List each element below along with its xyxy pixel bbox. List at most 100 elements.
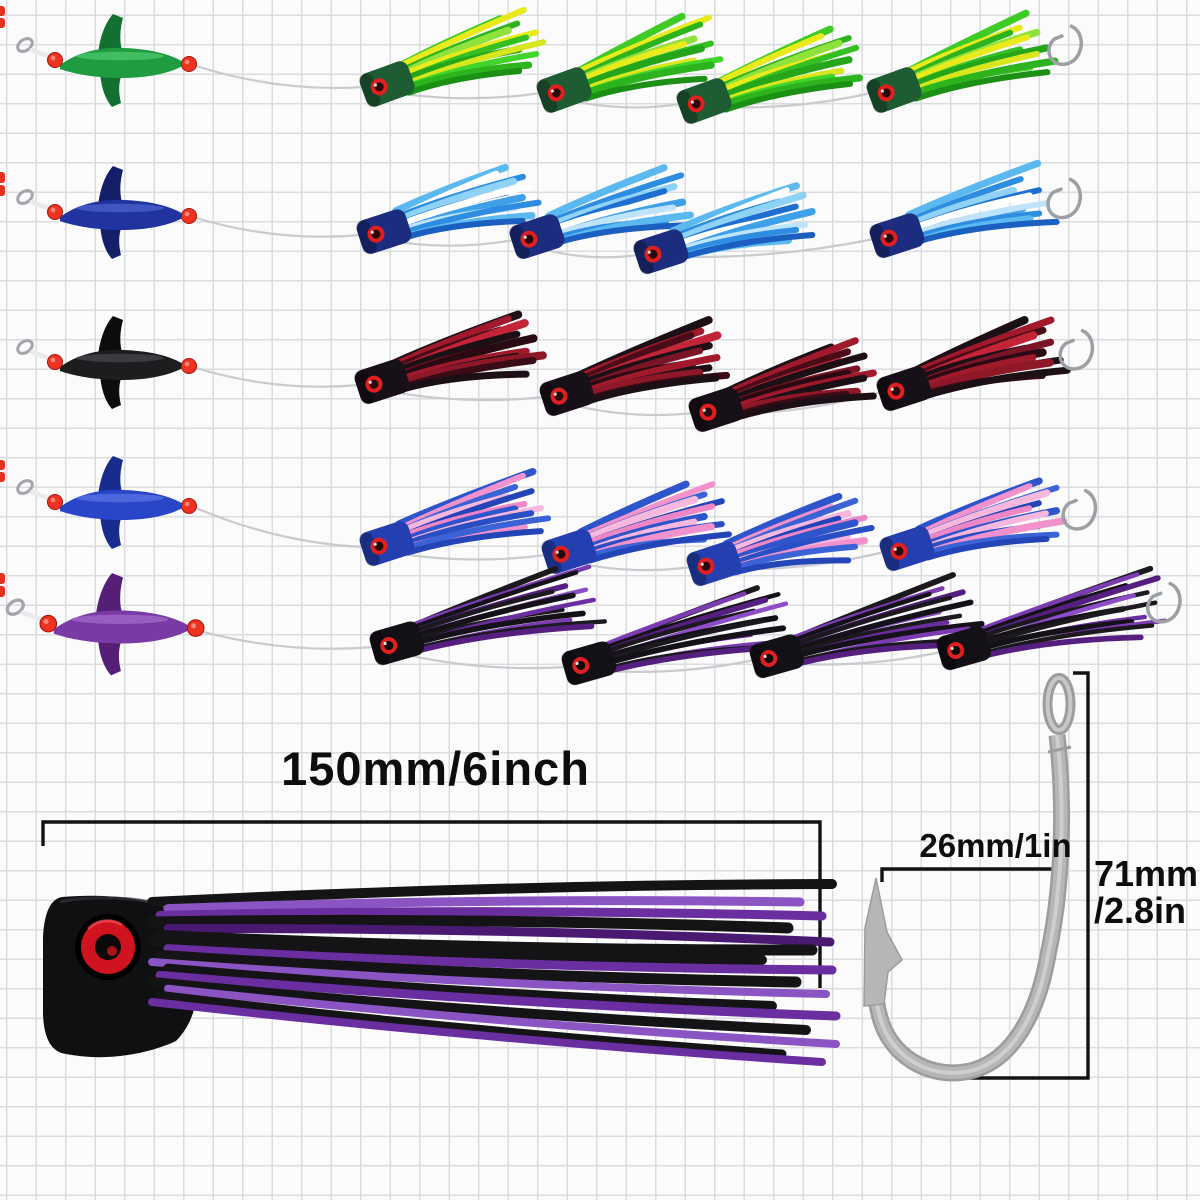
lure-eye-glint	[107, 946, 117, 956]
squid-eye-glint	[523, 235, 527, 239]
skirt-strand	[405, 67, 523, 96]
squid-lure	[369, 564, 607, 666]
squid-head	[676, 78, 732, 124]
skirt-strand	[906, 34, 1031, 84]
skirt-strand	[912, 210, 1043, 241]
squid-head	[686, 541, 742, 586]
skirt-strand	[730, 543, 859, 572]
hook-height-label-line1: 71mm	[1094, 853, 1199, 894]
edge-mark	[0, 460, 5, 470]
bead	[47, 52, 63, 68]
lure-eye-ring-highlight	[86, 919, 123, 931]
squid-eye-glint	[575, 661, 579, 666]
squid-lure	[869, 159, 1083, 259]
skirt-strand	[604, 625, 787, 667]
lure-row-blue-pink	[16, 456, 1098, 587]
squid-head-cap	[869, 224, 890, 259]
edge-mark	[0, 6, 5, 16]
edge-mark	[0, 172, 5, 183]
skirt-strand	[974, 572, 1140, 633]
squid-head-cap	[561, 651, 582, 686]
squid-head-cap	[676, 90, 698, 125]
bead	[39, 614, 58, 633]
bead-highlight	[43, 618, 49, 625]
skirt-strand	[727, 352, 868, 403]
squid-lure	[688, 337, 877, 433]
skirt-strand	[975, 583, 1129, 636]
skirt-strand	[925, 535, 1050, 561]
lure-skirt-strand	[148, 958, 830, 998]
lure-eye-pupil	[95, 934, 121, 960]
squid-head	[369, 621, 425, 665]
skirt-strand	[978, 600, 1158, 647]
lure-skirt-strand	[148, 998, 826, 1066]
skirt-strand	[403, 61, 533, 92]
bird-highlight	[76, 353, 164, 363]
squid-head	[876, 366, 932, 411]
leader-line	[195, 366, 360, 388]
skirt-strand	[412, 610, 586, 647]
hook-point-and-barb	[863, 877, 903, 1007]
squid-head-cap	[369, 631, 390, 666]
squid-head-cap	[359, 73, 381, 108]
squid-head	[749, 634, 805, 678]
skirt-strand	[733, 392, 877, 421]
skirt-strand	[917, 489, 1051, 541]
leader-line	[195, 64, 365, 90]
squid-lure	[536, 12, 724, 114]
skirt-strand	[601, 608, 757, 655]
bead	[181, 208, 197, 224]
bird-top-fin	[98, 14, 123, 54]
skirt-strand	[579, 57, 698, 94]
skirt-strand	[414, 623, 595, 654]
squid-eye-glint	[373, 542, 377, 546]
rigged-hook	[1046, 177, 1083, 220]
squid-eye-glint	[373, 83, 377, 87]
bead-highlight	[50, 497, 56, 503]
hook-shank-highlight	[873, 734, 1064, 1075]
skirt-strand	[788, 591, 932, 644]
lure-row-black-red	[16, 310, 1095, 433]
skirt-strand	[912, 69, 1051, 102]
skirt-strand	[726, 348, 852, 400]
lure-skirt-strand	[146, 914, 794, 934]
lure-skirt-strand	[147, 879, 837, 907]
bead	[181, 358, 197, 374]
skirt-strand	[729, 524, 875, 567]
skirt-strand	[717, 56, 853, 101]
edge-marks	[0, 6, 5, 597]
skirt-strand	[577, 331, 695, 384]
squid-eye-glint	[763, 654, 767, 659]
lure-row-black-purple	[5, 564, 1182, 686]
bird-bottom-fin	[100, 224, 122, 259]
lure-skirt-strand	[147, 977, 811, 1035]
skirt-strand	[550, 199, 660, 233]
skirt-strand	[554, 222, 686, 246]
squid-head-cap	[541, 540, 562, 575]
squid-lure	[936, 565, 1182, 671]
squid-head-cap	[356, 220, 377, 255]
bead-highlight	[184, 361, 190, 367]
squid-lure	[676, 25, 863, 125]
squid-lure	[686, 492, 875, 587]
skirt-strand	[581, 368, 704, 400]
skirt-strand	[792, 621, 985, 660]
hook-height-bracket	[957, 671, 1090, 1080]
skirt-strand	[910, 192, 1033, 232]
leader-loop	[16, 37, 34, 53]
lure-length-bracket	[41, 820, 822, 988]
hook-bend	[1047, 24, 1083, 67]
skirt-strand	[409, 589, 555, 635]
lure-detail	[43, 879, 841, 1066]
bird-top-fin	[98, 316, 123, 356]
skirt-strand	[908, 186, 1018, 228]
edge-mark	[0, 472, 5, 482]
lure-length-label: 150mm/6inch	[281, 742, 590, 795]
bird-highlight	[76, 203, 164, 213]
squid-head	[688, 387, 744, 432]
squid-lure	[354, 310, 547, 405]
bird-top-fin	[98, 166, 123, 206]
squid-lure	[541, 480, 732, 575]
bead	[47, 204, 63, 220]
